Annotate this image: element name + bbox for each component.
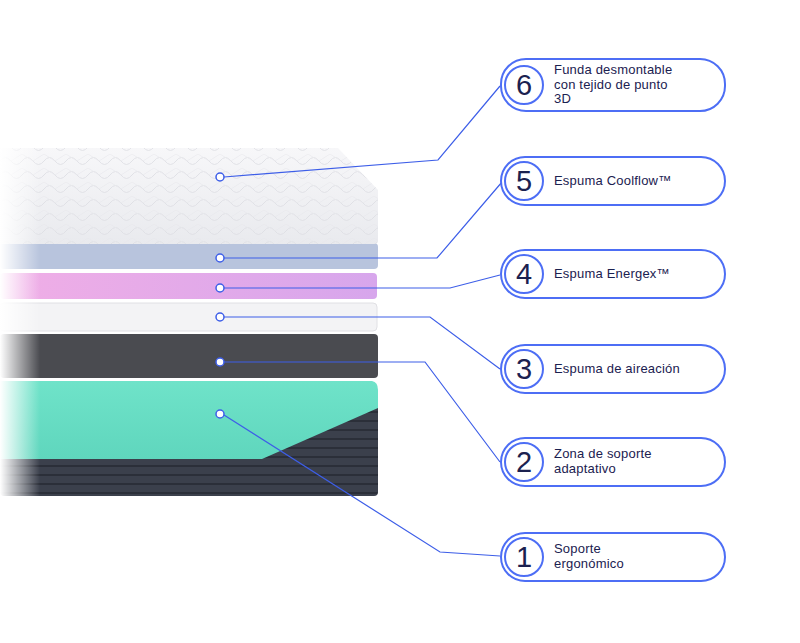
coolflow-foam-layer (0, 243, 378, 269)
callout-number: 4 (504, 254, 544, 294)
energex-foam-layer (0, 273, 377, 299)
callout-label: Espuma Coolflow™ (554, 174, 671, 189)
callout-number: 1 (504, 537, 544, 577)
layer-dot (216, 410, 224, 418)
ergonomic-support-layer (0, 381, 378, 459)
leader-line (224, 362, 500, 462)
callout-box: 4 Espuma Energex™ (500, 249, 726, 299)
cover-texture (0, 148, 378, 244)
callout-label: Soporte ergonómico (554, 542, 649, 572)
layer-dot (216, 254, 224, 262)
left-fade (0, 140, 40, 500)
callout-label: Funda desmontable con tejido de punto 3D (554, 63, 682, 108)
callout-box: 1 Soporte ergonómico (500, 532, 726, 582)
callout-box: 2 Zona de soporte adaptativo (500, 437, 726, 487)
adaptive-support-layer (0, 334, 378, 378)
callout-number: 5 (504, 161, 544, 201)
layer-dot (216, 284, 224, 292)
layer-dot (216, 313, 224, 321)
leader-line (224, 275, 500, 288)
leader-lines (224, 86, 502, 556)
callout-number: 2 (504, 442, 544, 482)
layer-dot (216, 173, 224, 181)
layer-dots (216, 173, 224, 418)
callout-box: 5 Espuma Coolflow™ (500, 156, 726, 206)
callout-label: Espuma de aireación (554, 362, 680, 377)
cover-layer (0, 148, 378, 244)
callout-label: Espuma Energex™ (554, 267, 670, 282)
leader-line (224, 317, 500, 369)
leader-line (224, 86, 500, 177)
callout-box: 6Funda desmontable con tejido de punto 3… (500, 58, 726, 113)
callout-box: 3 Espuma de aireación (500, 344, 726, 394)
leader-line (224, 415, 500, 556)
callout-number: 6 (504, 65, 544, 105)
callout-number: 3 (504, 349, 544, 389)
layer-dot (216, 358, 224, 366)
leader-line (224, 182, 502, 258)
callout-label: Zona de soporte adaptativo (554, 447, 674, 477)
